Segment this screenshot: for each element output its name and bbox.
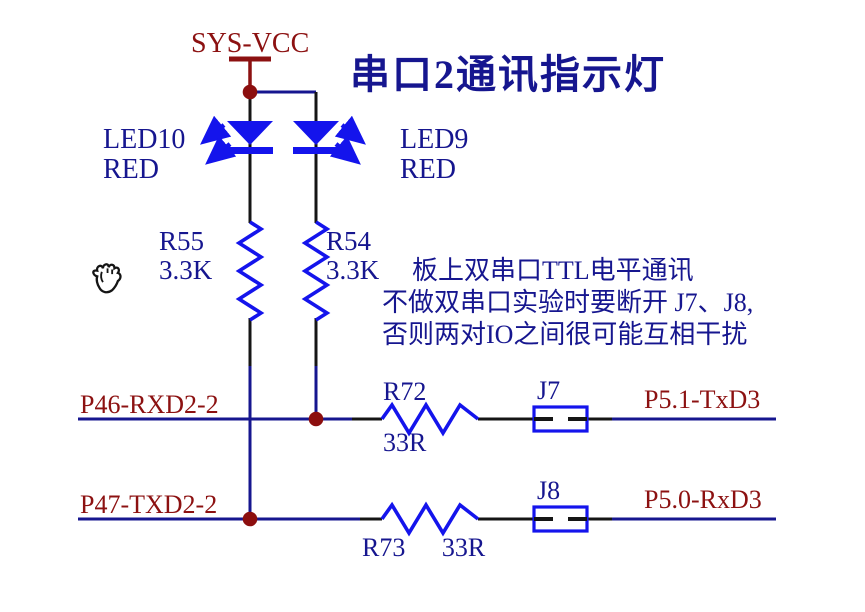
r55-value: 3.3K [159, 254, 213, 285]
junction-dot-txd2 [242, 511, 258, 527]
resistor-r54-symbol[interactable] [301, 220, 331, 322]
jumper-j7-ref: J7 [537, 376, 561, 405]
diagram-title: 串口2通讯指示灯 [350, 52, 666, 97]
junction-dot-vcc [242, 84, 258, 100]
resistor-r72-symbol[interactable] [380, 401, 480, 437]
note-line-2: 不做双串口实验时要断开 J7、J8, [382, 288, 754, 317]
r54-value: 3.3K [326, 254, 380, 285]
r55-ref: R55 [159, 226, 205, 256]
net-label-p47-txd2: P47-TXD2-2 [80, 490, 218, 519]
jumper-j8-ref: J8 [537, 476, 561, 505]
net-label-p46-rxd2: P46-RXD2-2 [80, 390, 219, 419]
resistor-r72-ref: R72 [383, 377, 427, 406]
led10-color: RED [103, 153, 159, 185]
led9-color: RED [400, 153, 456, 185]
r54-ref: R54 [326, 226, 372, 256]
net-label-p50-rxd3: P5.0-RxD3 [644, 485, 762, 514]
junction-dot-rxd2 [308, 411, 324, 427]
led10-ref: LED10 [103, 124, 186, 155]
resistor-r54-label: R54 3.3K [326, 227, 379, 284]
grab-hand-cursor [92, 263, 122, 294]
net-label-p51-txd3: P5.1-TxD3 [644, 385, 761, 414]
resistor-r73-label: R73 33R [362, 534, 485, 562]
wire-segments [78, 90, 776, 521]
resistor-r73-symbol[interactable] [380, 501, 480, 537]
r73-ref: R73 [362, 533, 406, 562]
led9-symbol[interactable] [293, 115, 366, 165]
led10-label: LED10 RED [103, 125, 185, 184]
resistor-r55-symbol[interactable] [235, 220, 265, 322]
r73-value: 33R [441, 533, 486, 562]
junction-dots [242, 84, 324, 527]
note-line-1: 板上双串口TTL电平通讯 [412, 256, 694, 285]
note-line-3: 否则两对IO之间很可能互相干扰 [382, 320, 748, 349]
resistor-r72-value: 33R [383, 428, 427, 457]
jumper-j8-symbol[interactable] [532, 505, 589, 533]
led9-ref: LED9 [400, 124, 469, 155]
led10-symbol[interactable] [200, 115, 273, 165]
led9-label: LED9 RED [400, 125, 468, 184]
jumper-j7-symbol[interactable] [532, 405, 589, 433]
resistor-r55-label: R55 3.3K [159, 227, 212, 284]
power-net-label: SYS-VCC [191, 28, 310, 59]
